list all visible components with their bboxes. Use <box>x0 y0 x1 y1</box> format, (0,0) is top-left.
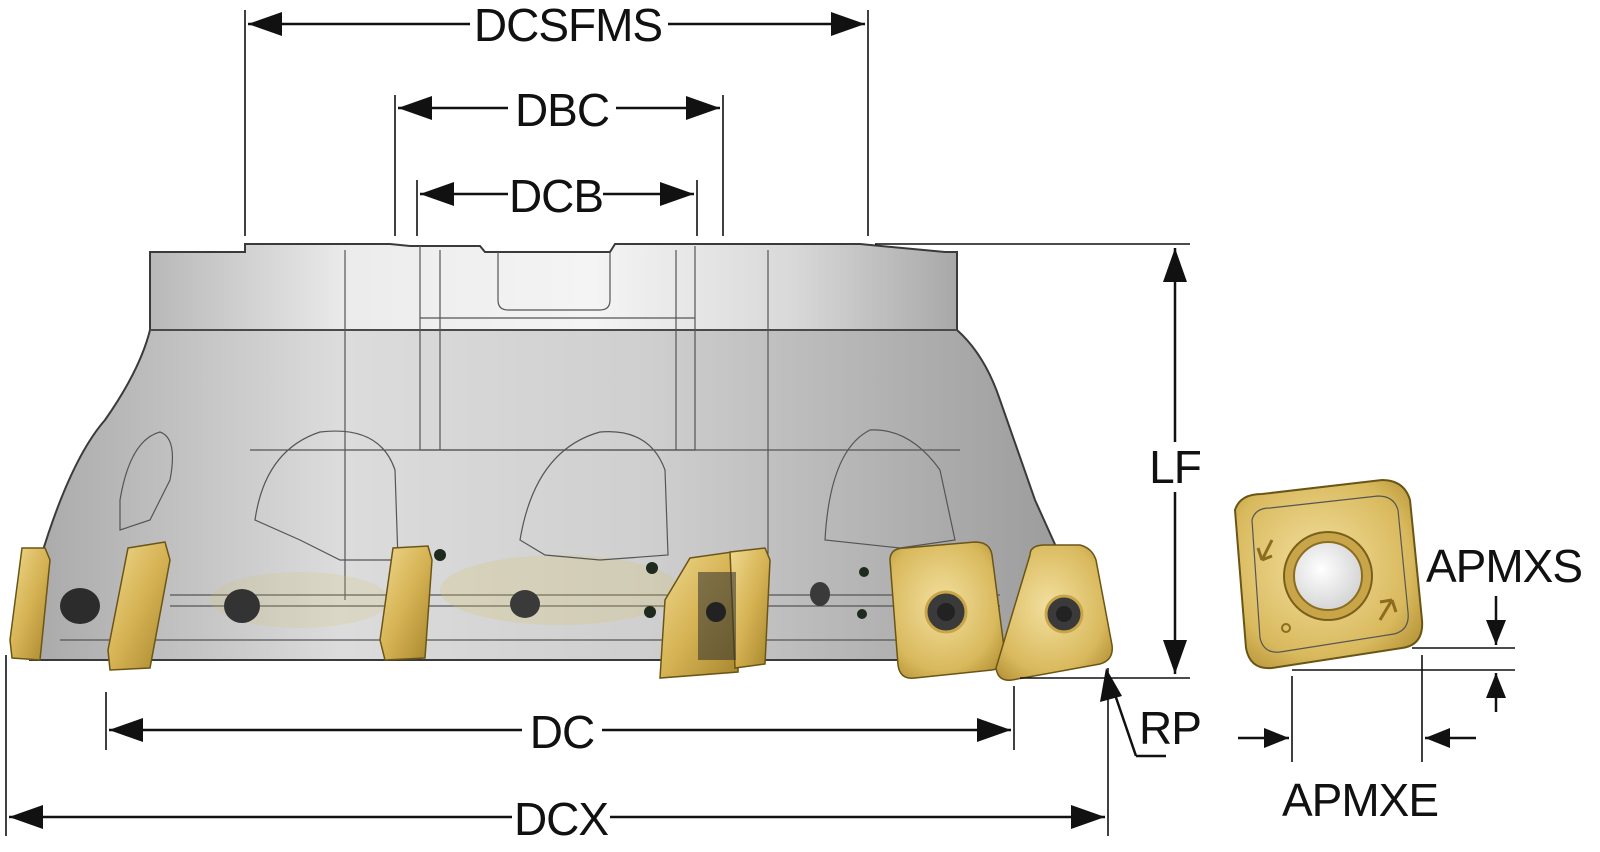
label-apmxs: APMXS <box>1426 540 1582 592</box>
insert-detail-arrow-icon-2 <box>1378 598 1398 621</box>
coolant-hole-2 <box>644 606 656 618</box>
insert-3 <box>379 545 433 661</box>
screw-hole-1 <box>60 588 100 624</box>
dim-rp <box>1100 668 1166 758</box>
label-lf: LF <box>1149 441 1201 493</box>
screw-hole-3 <box>510 590 540 618</box>
cutter-lower-body <box>28 329 1064 661</box>
insert-detail <box>1233 478 1424 670</box>
screw-hole-2 <box>224 589 260 623</box>
cutter-body <box>28 243 1064 661</box>
dim-dc <box>105 686 1015 750</box>
chip-pocket-2 <box>254 430 399 561</box>
insert-8 <box>698 572 736 660</box>
chip-pocket-3 <box>519 431 669 561</box>
chip-pocket-4 <box>824 429 956 549</box>
insert-6 <box>889 541 1006 679</box>
cutter-upper-cylinder <box>149 243 958 331</box>
label-dbc: DBC <box>515 84 609 136</box>
dim-apmxs <box>1292 596 1515 712</box>
coolant-hole-3 <box>859 567 869 577</box>
coolant-hole-1 <box>646 562 658 574</box>
label-dc: DC <box>530 706 594 758</box>
dim-lf <box>875 243 1190 679</box>
cutter-inserts <box>9 541 1113 681</box>
label-rp: RP <box>1139 702 1201 754</box>
label-dcx: DCX <box>514 793 608 845</box>
dim-dcx <box>5 655 1109 836</box>
screw-hole-4 <box>810 582 830 606</box>
insert-1 <box>9 547 51 661</box>
body-holes <box>60 549 869 624</box>
label-apmxe: APMXE <box>1282 774 1438 826</box>
dim-apmxe <box>1238 655 1476 762</box>
label-dcb: DCB <box>509 170 603 222</box>
label-dcsfms: DCSFMS <box>474 0 662 51</box>
insert-2 <box>107 541 171 671</box>
insert-7 <box>995 544 1113 681</box>
keyway-top-slot <box>497 252 611 311</box>
coolant-hole-4 <box>857 609 867 619</box>
dimension-lines <box>5 10 1515 836</box>
insert-detail-arrow-icon-1 <box>1256 539 1274 562</box>
insert-8-screw-icon <box>706 602 726 622</box>
dimension-labels: DCSFMS DBC DCB LF DC DCX RP APMXS APMXE <box>474 0 1583 845</box>
chip-pocket-1 <box>119 431 173 531</box>
dim-dbc <box>398 96 720 120</box>
chip-pockets <box>119 429 960 561</box>
dim-dcb <box>420 182 694 206</box>
dim-dcsfms <box>248 12 865 36</box>
